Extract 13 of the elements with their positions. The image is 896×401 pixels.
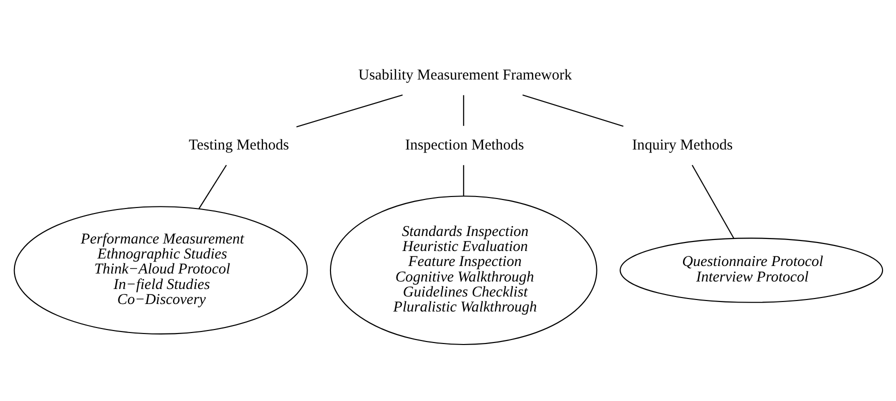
connector bbox=[462, 95, 464, 126]
node-ellipse: Standards Inspection Heuristic Evaluation Feature Inspection Cognitive Walkthrough Guidelines Checklist Pluralistic Walkthrough bbox=[329, 196, 597, 346]
node-ellipse: Performance Measurement Ethnographic Studies Think−Aloud Protocol In−field Studies Co−Discovery bbox=[13, 206, 308, 334]
connector bbox=[296, 94, 402, 128]
node-text: Testing Methods bbox=[188, 137, 289, 154]
connector bbox=[198, 164, 226, 209]
node-text: Inspection Methods bbox=[404, 137, 524, 154]
node-text: Inquiry Methods bbox=[632, 137, 732, 154]
connector bbox=[462, 165, 464, 196]
connector bbox=[691, 164, 734, 239]
node-text: Usability Measurement Framework bbox=[358, 68, 572, 84]
node-ellipse: Questionnaire Protocol Interview Protocol bbox=[619, 238, 883, 303]
connector bbox=[522, 94, 623, 127]
